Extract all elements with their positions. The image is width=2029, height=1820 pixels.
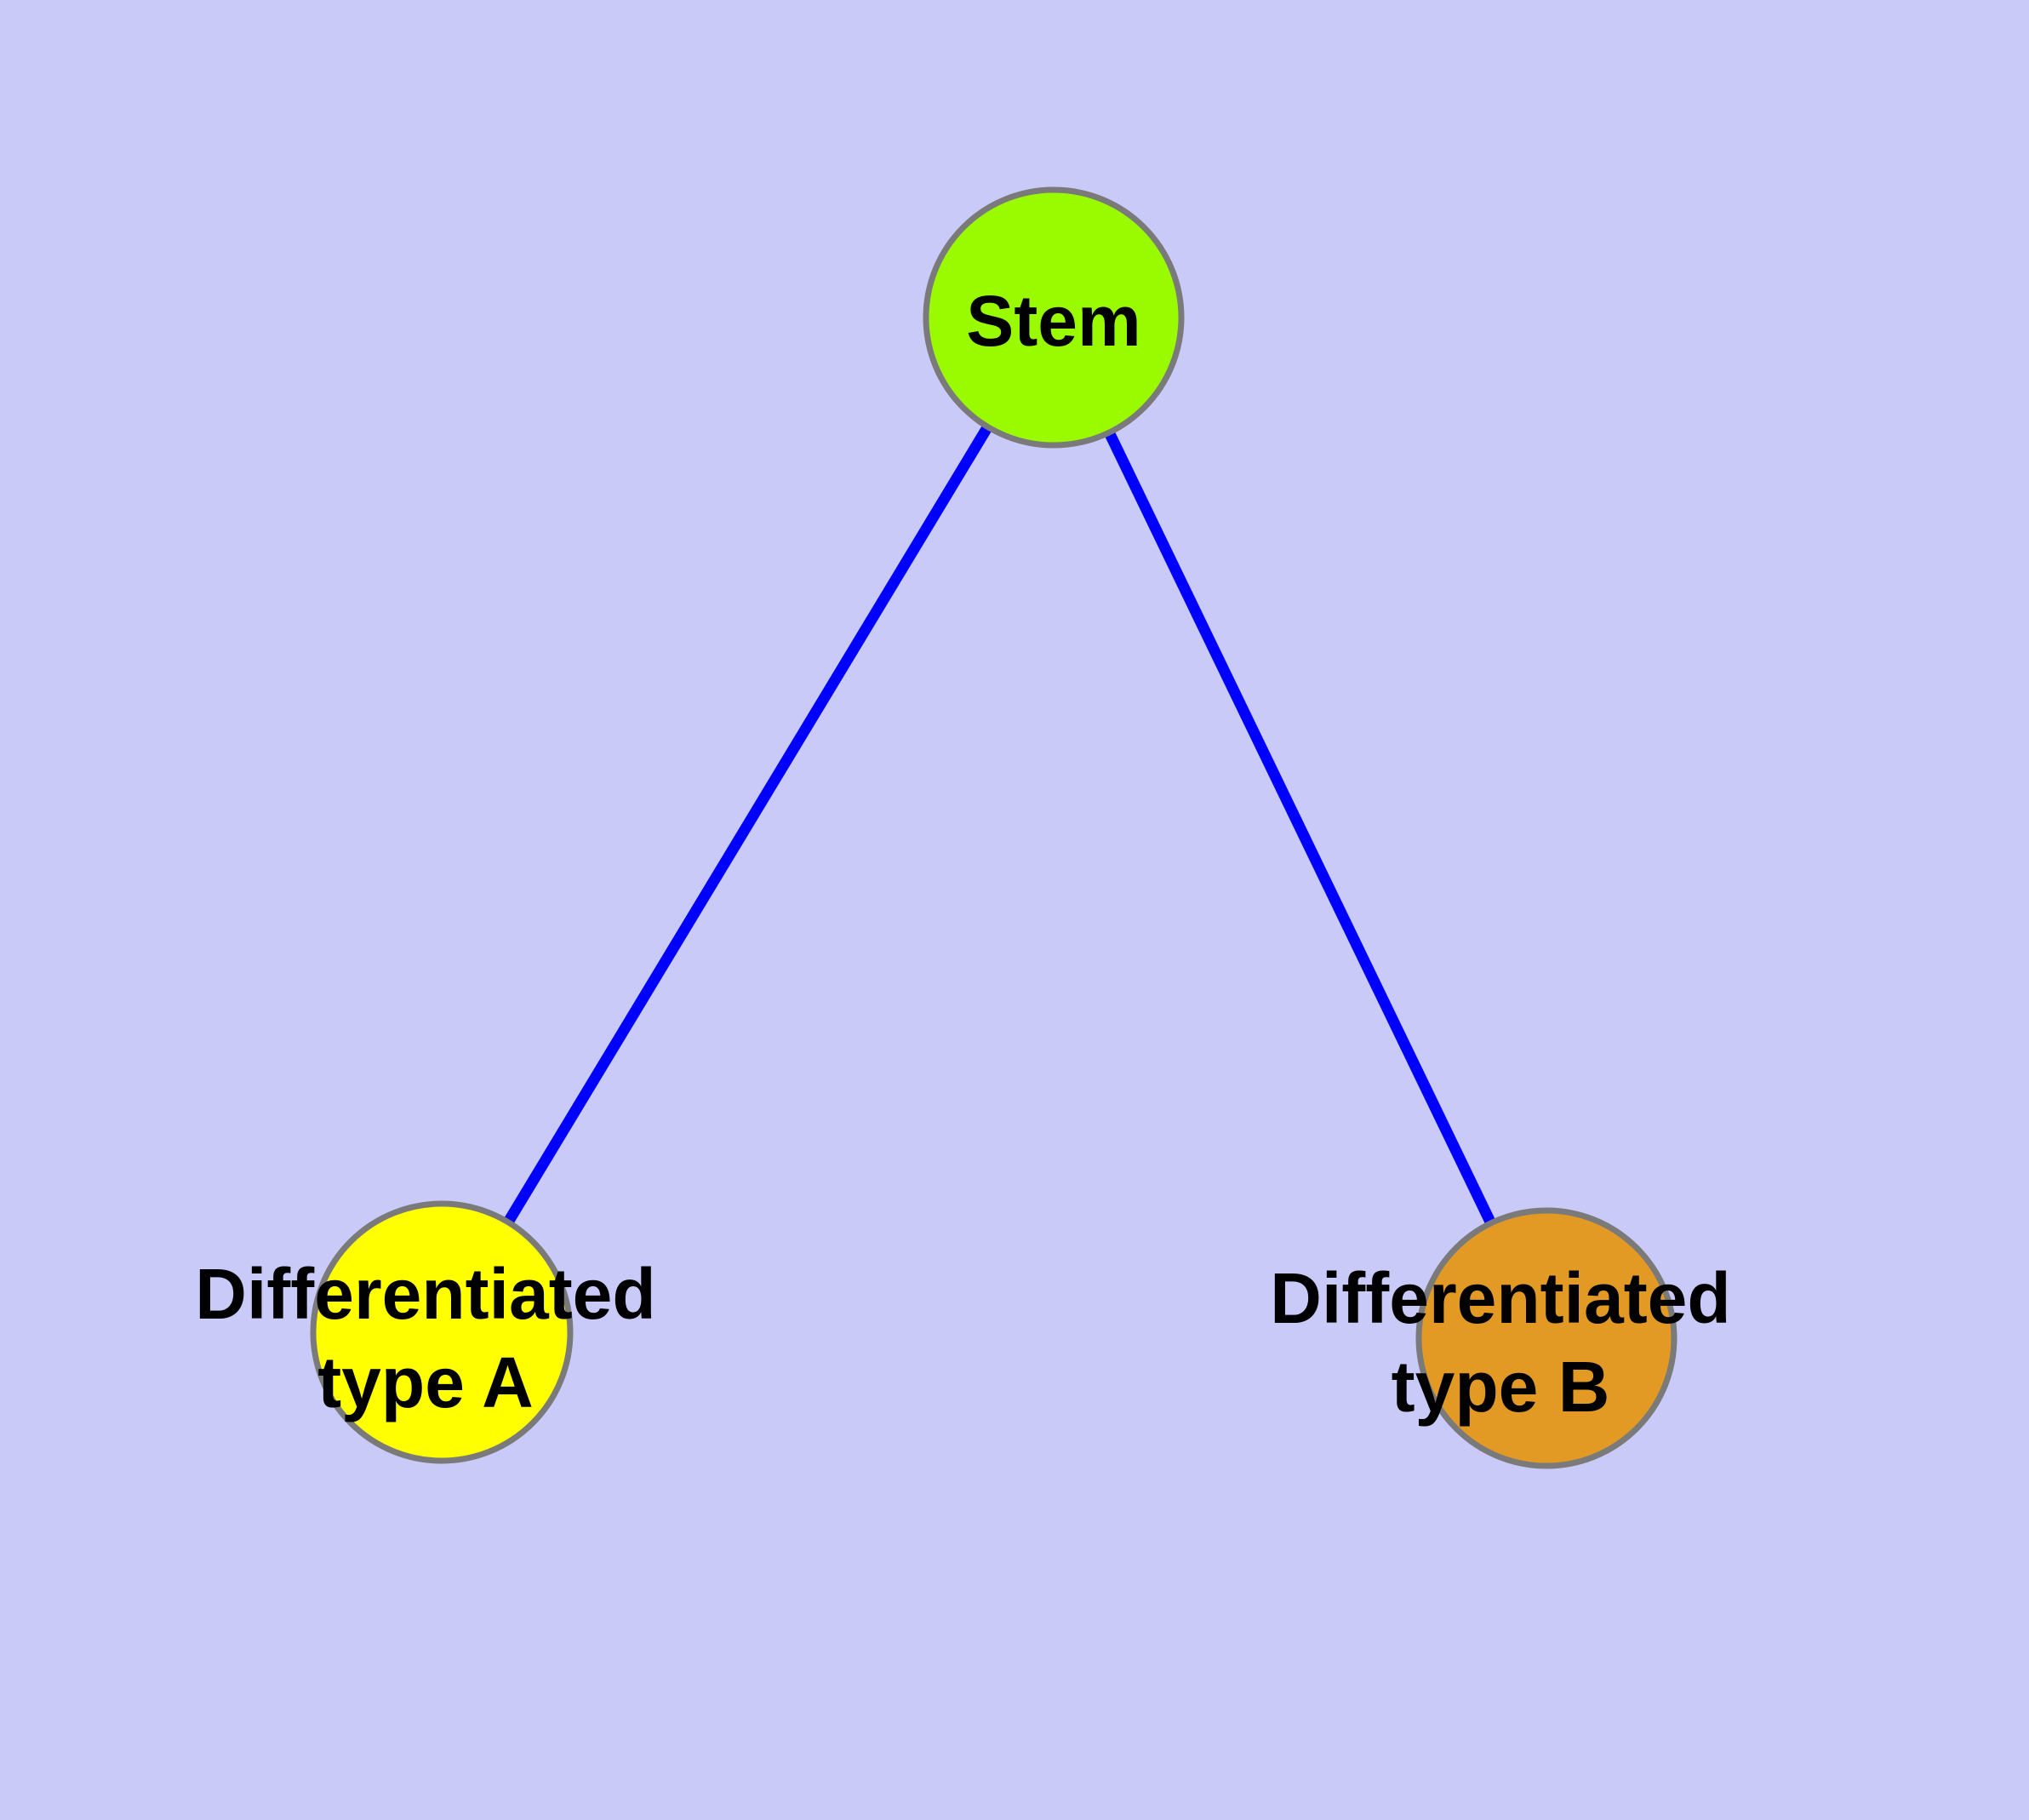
edge-stem-to-type-a xyxy=(437,314,1059,1336)
node-circles xyxy=(310,186,1677,1469)
type-b-node-circle xyxy=(1415,1207,1677,1469)
stem-node-circle xyxy=(923,186,1185,449)
edge-stem-to-type-b xyxy=(1049,315,1552,1341)
type-a-node-circle xyxy=(310,1200,574,1464)
